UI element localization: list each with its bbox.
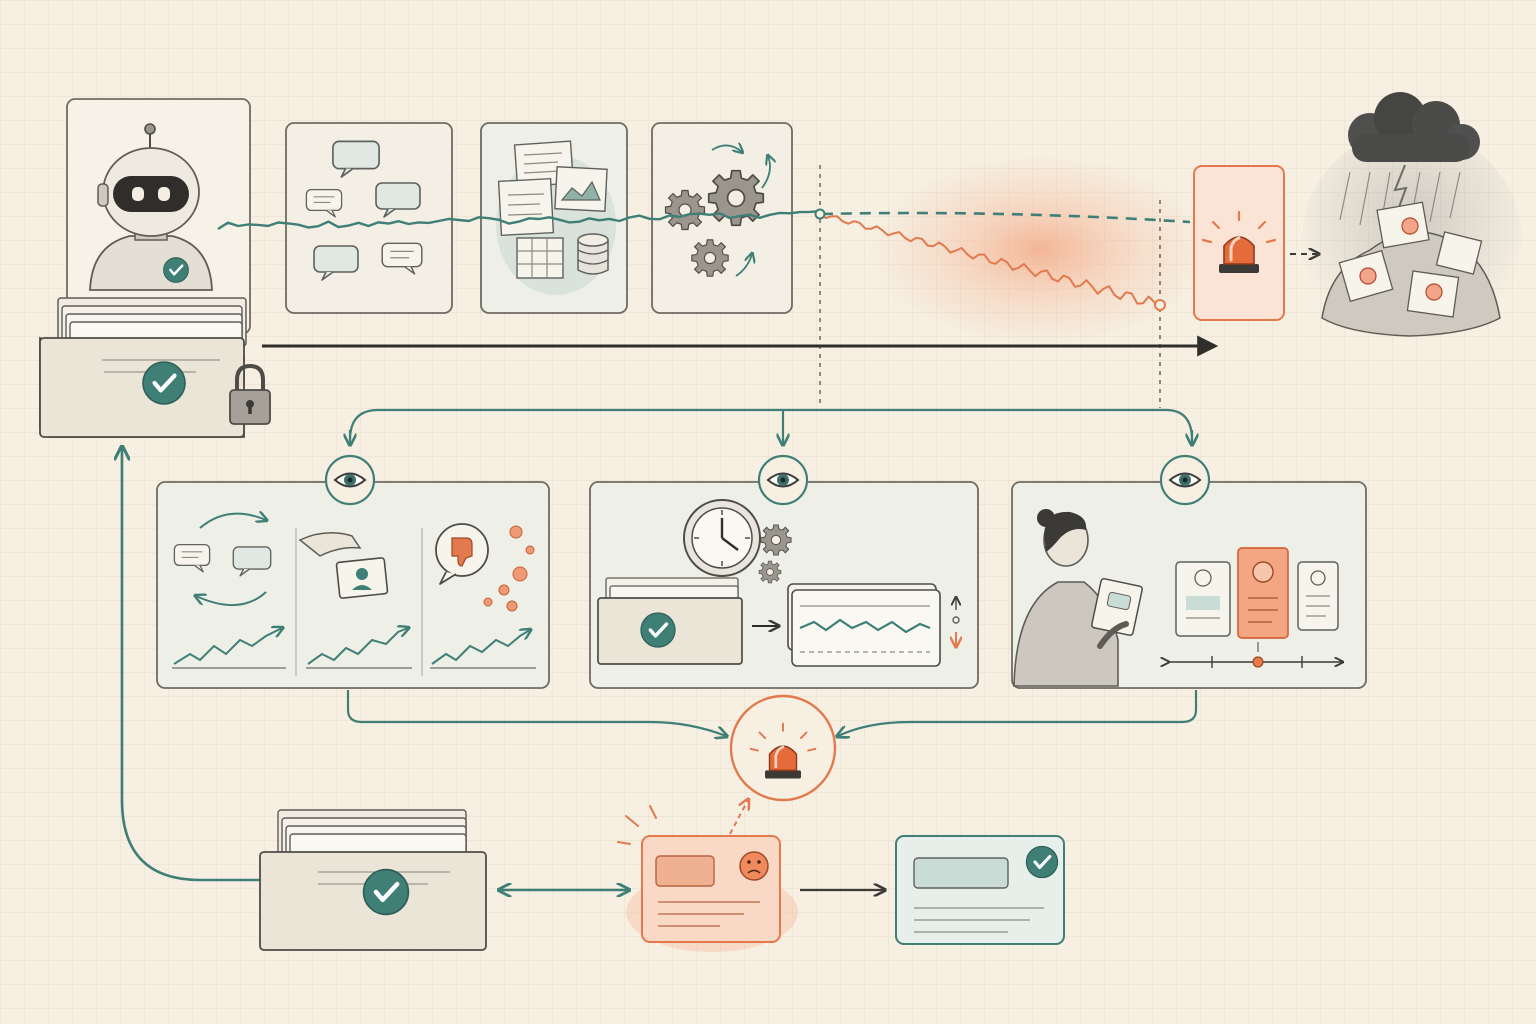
neutral-face-icon — [1194, 569, 1212, 587]
clock-icon — [683, 499, 761, 577]
threshold-indicator — [953, 598, 959, 646]
hand-with-id-card — [298, 532, 389, 599]
documents-panel — [480, 122, 628, 314]
baseline-performance-line — [217, 209, 821, 231]
eye-icon-monitor-2 — [757, 454, 809, 506]
baseline-projection-dashed — [821, 211, 1191, 224]
signal-chart-3 — [431, 630, 530, 665]
replay-eval-box — [597, 577, 743, 665]
alarm-panel — [1193, 165, 1285, 321]
review-card-neutral-2 — [1297, 561, 1339, 631]
review-timeline-slider — [1168, 642, 1342, 668]
drift-performance-line — [819, 213, 1161, 312]
sad-face-icon-review — [1252, 561, 1274, 583]
replay-result-card — [787, 583, 941, 667]
eval-box-checkmark-icon — [143, 362, 185, 404]
storm-scene — [1302, 92, 1522, 350]
signal-chart-1 — [173, 628, 282, 665]
signal-chart-2 — [307, 628, 408, 665]
processing-panel — [651, 122, 793, 314]
central-alarm — [729, 694, 837, 802]
conversations-panel — [285, 122, 453, 314]
database-icon — [577, 233, 609, 275]
review-card-flagged — [1237, 547, 1289, 639]
review-card-neutral-1 — [1175, 561, 1231, 637]
drift-split-point — [814, 208, 826, 220]
eye-icon-monitor-3 — [1159, 454, 1211, 506]
fixed-case-card — [895, 835, 1065, 945]
replay-score-line — [799, 618, 931, 634]
robot-agent-icon — [89, 123, 213, 291]
agent-checkmark-icon — [162, 256, 190, 284]
agent-panel — [66, 98, 251, 335]
reviewer-person-icon — [1013, 509, 1143, 687]
drift-glow — [870, 155, 1210, 345]
thumbs-down-icon — [435, 523, 489, 585]
flag-to-alarm-arrow — [729, 800, 748, 835]
approved-eval-box — [39, 297, 247, 438]
flagged-case-card — [617, 805, 798, 952]
drift-end-point — [1154, 299, 1166, 311]
benchmark-replay-panel — [589, 481, 979, 689]
padlock-icon — [229, 363, 271, 425]
alarm-convergence-lines — [346, 690, 1198, 736]
fixed-case-checkmark-icon — [1024, 844, 1060, 880]
behavior-signals-panel — [156, 481, 550, 689]
human-review-panel — [1011, 481, 1367, 689]
eye-icon-monitor-1 — [324, 454, 376, 506]
flagged-sad-face-icon — [739, 851, 769, 881]
feedback-loop-arrow — [122, 448, 262, 882]
monitor-branch-lines — [350, 408, 1192, 444]
storm-cloud-icon — [1348, 92, 1480, 211]
sad-face-icon — [1359, 217, 1443, 301]
feedback-dots — [483, 525, 535, 612]
updated-eval-box — [259, 809, 487, 951]
updated-box-checkmark-icon — [364, 870, 409, 915]
